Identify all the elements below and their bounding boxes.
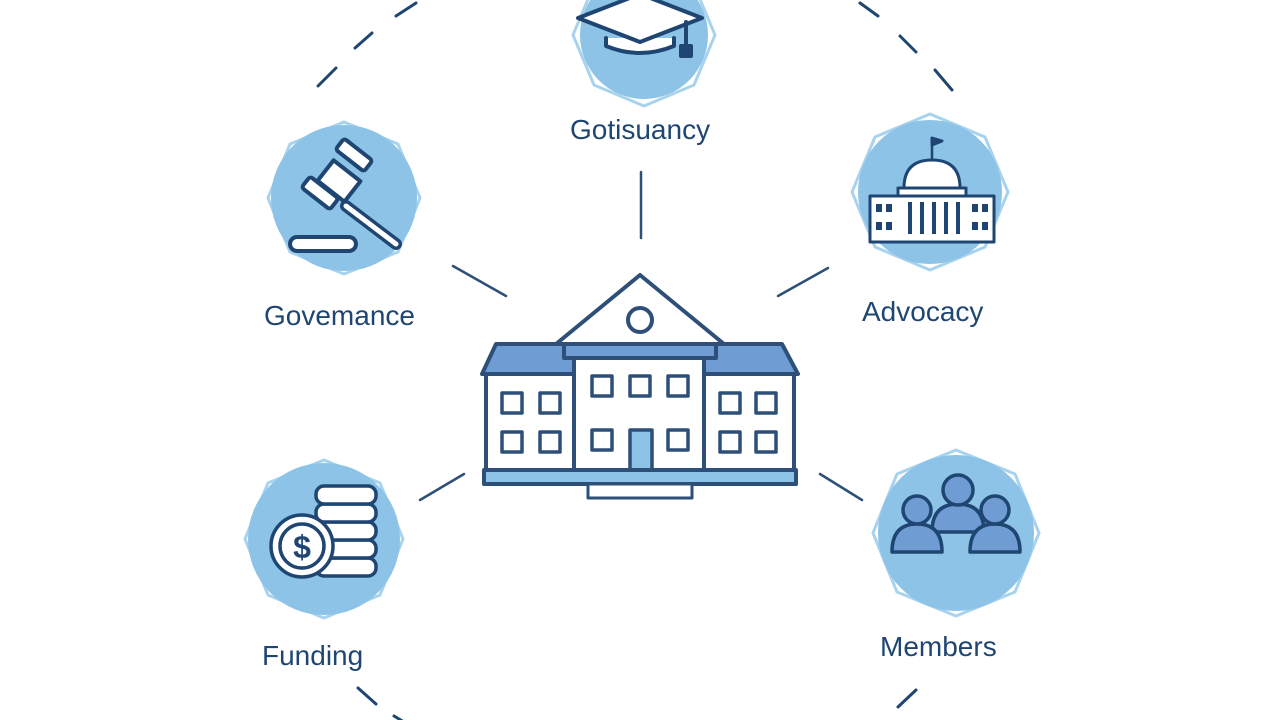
label-funding: Funding	[262, 640, 364, 671]
connector-governance	[451, 264, 508, 298]
node-funding: $	[243, 458, 405, 620]
node-governance	[266, 120, 422, 276]
node-members	[871, 448, 1041, 618]
graduation-cap-icon	[576, 0, 704, 58]
label-advocacy: Advocacy	[862, 296, 984, 327]
university-building-icon	[480, 273, 800, 500]
people-group-icon	[890, 473, 1022, 554]
gavel-icon	[288, 137, 402, 253]
capitol-building-icon	[868, 136, 996, 244]
connector-advocacy	[776, 266, 830, 298]
node-advocacy	[850, 112, 1010, 272]
label-governance: Govemance	[264, 300, 415, 331]
outer-dashed-ring	[316, 1, 954, 720]
connector-members	[818, 472, 864, 502]
label-top-node: Gotisuancy	[570, 114, 711, 145]
svg-text:$: $	[293, 529, 311, 565]
coins-dollar-icon: $	[269, 484, 378, 579]
connector-funding	[418, 472, 466, 502]
label-members: Members	[880, 631, 997, 662]
connector-lines	[418, 170, 864, 502]
node-top	[571, 0, 717, 108]
